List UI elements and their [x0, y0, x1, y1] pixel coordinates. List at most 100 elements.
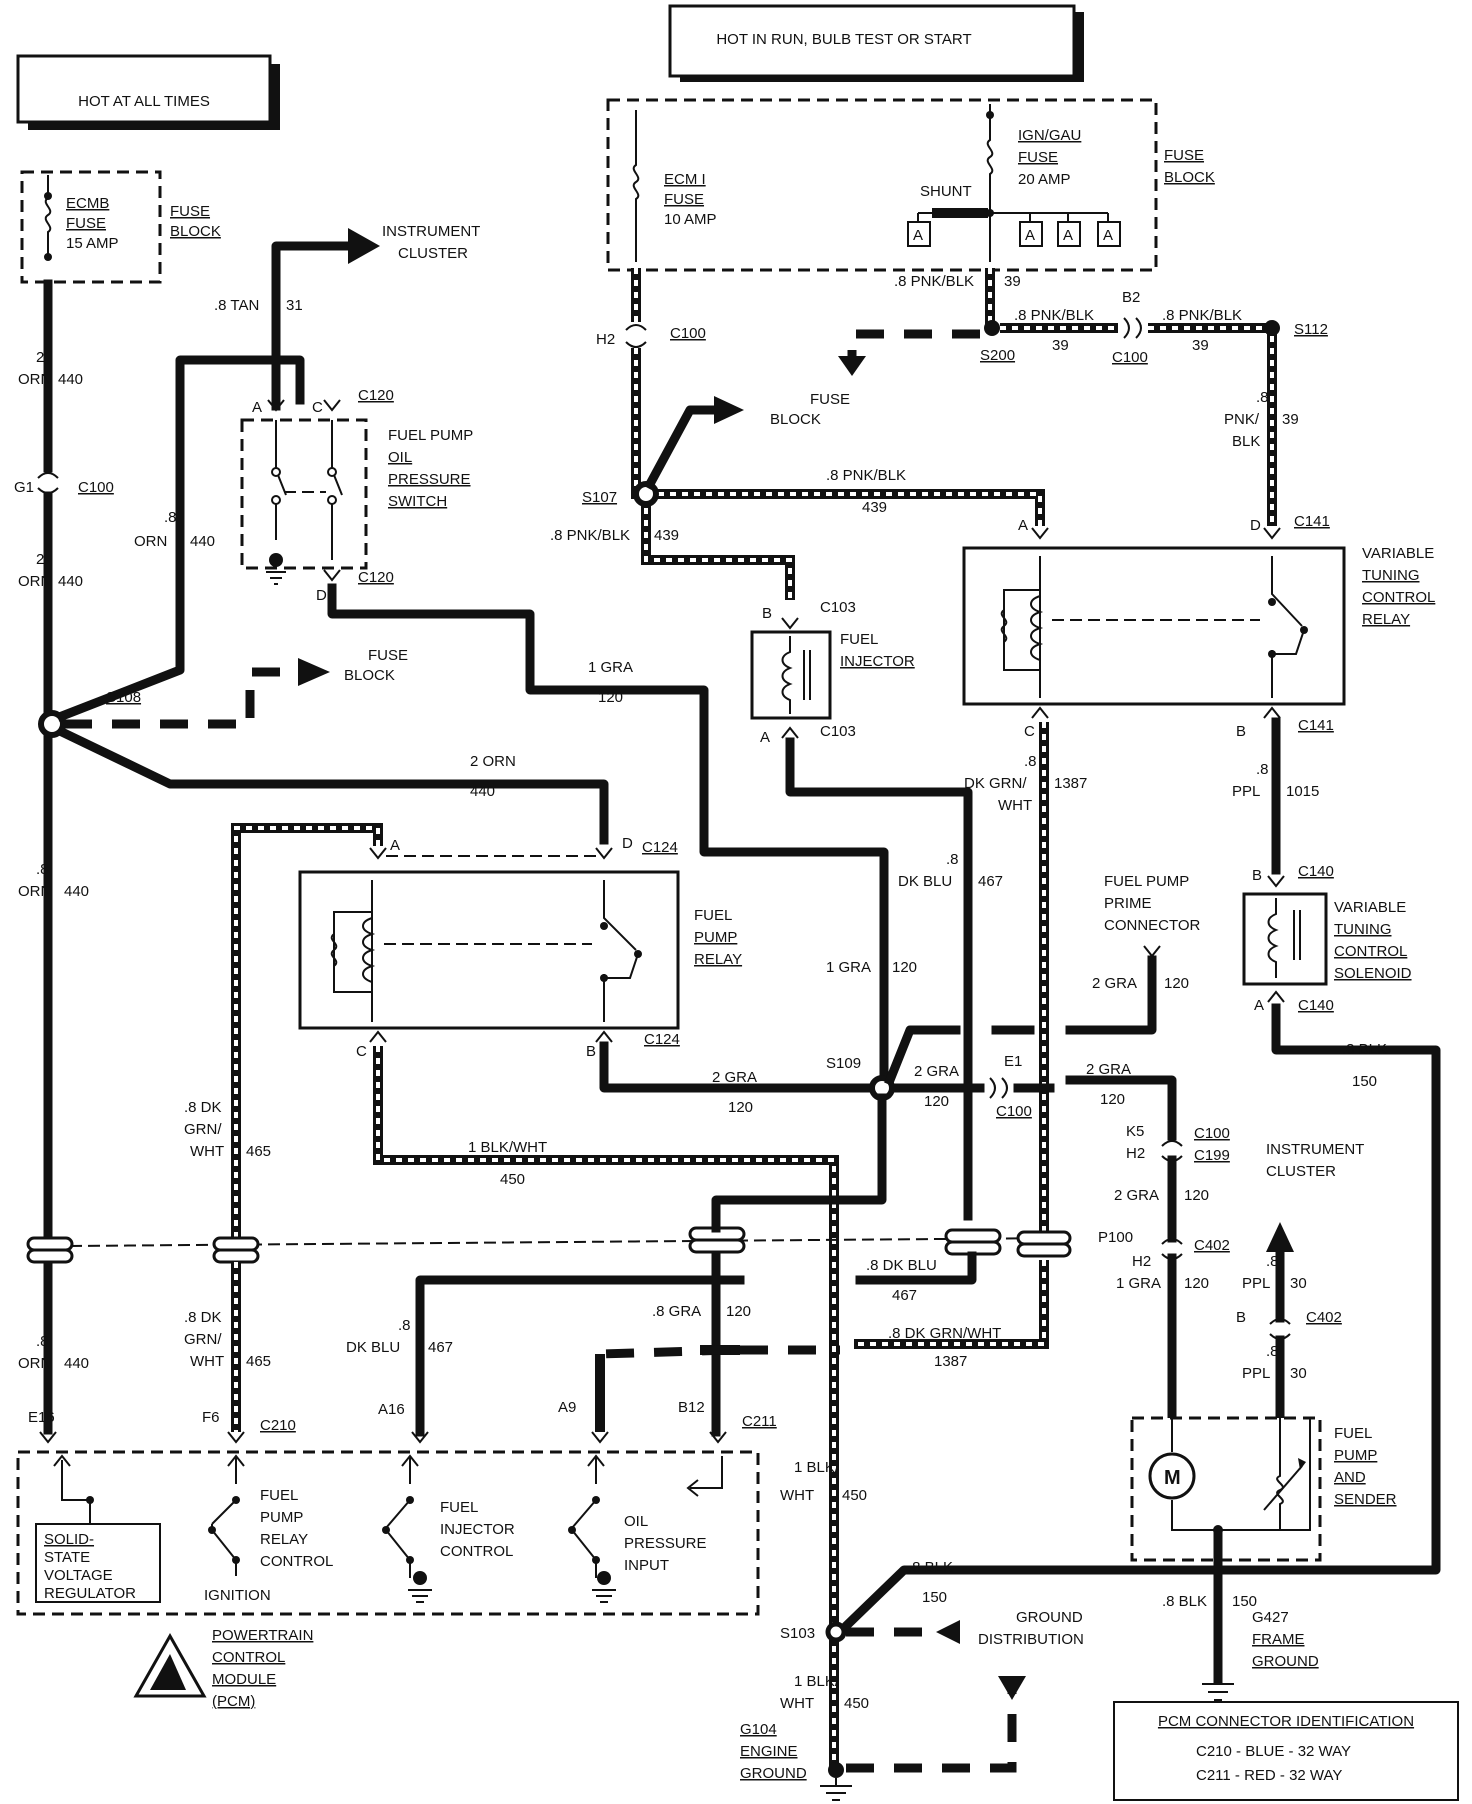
fp-relay-pin-d: D [622, 835, 633, 852]
pump-label-1: FUEL [1334, 1425, 1372, 1442]
fuse-block-top-label1: FUSE [1164, 147, 1204, 164]
vtc-relay-pin-d: D [1250, 517, 1261, 534]
wire-label-467-c: 467 [428, 1339, 453, 1356]
wire-label-orn-e: ORN [18, 883, 51, 900]
fp-relay-label-1: FUEL [694, 907, 732, 924]
relay-control-1: FUEL [260, 1487, 298, 1504]
wire-label-39-b: 39 [1052, 337, 1069, 354]
wire-label-120-h: 120 [1184, 1275, 1209, 1292]
pcm-label-1: POWERTRAIN [212, 1627, 313, 1644]
wire-label-orn-f: ORN [18, 1355, 51, 1372]
wire-label-8-dkblu-b: .8 [398, 1317, 411, 1334]
ecm-fuse-name: ECM I [664, 171, 706, 188]
vtc-relay-pin-c: C [1024, 723, 1035, 740]
fuse-cavity-a-2: A [1025, 227, 1035, 244]
ground-dist-2: DISTRIBUTION [978, 1631, 1084, 1648]
conn-c100-g1: C100 [78, 479, 114, 496]
conn-c140-top: C140 [1298, 863, 1334, 880]
wire-label-8dkblu: .8 DK BLU [866, 1257, 937, 1274]
wire-label-439-a: 439 [654, 527, 679, 544]
variable-tuning-control-relay [962, 527, 1346, 719]
wire-label-120-a: 120 [598, 689, 623, 706]
ecmb-fuse-name: ECMB [66, 195, 109, 212]
wire-label-8-ppl-b: .8 [1266, 1253, 1279, 1270]
injector-label-1: FUEL [840, 631, 878, 648]
wire-label-1387-b: 1387 [934, 1353, 967, 1370]
conn-c211: C211 [742, 1413, 777, 1430]
g427-label-3: GROUND [1252, 1653, 1319, 1670]
oil-switch-pin-d: D [316, 587, 327, 604]
wire-label-1015: 1015 [1286, 783, 1319, 800]
arrow-fuse-block-mid-1: FUSE [810, 391, 850, 408]
injector-label-2: INJECTOR [840, 653, 915, 670]
wire-label-39-a: 39 [1004, 273, 1021, 290]
wire-label-8-ppl-c: .8 [1266, 1343, 1279, 1360]
wire-label-8-orn: .8 [164, 509, 177, 526]
arrow-instrument-cluster-right-1: INSTRUMENT [1266, 1141, 1364, 1158]
arrow-fuse-block-left [298, 658, 330, 686]
fp-relay-label-2: PUMP [694, 929, 737, 946]
vtc-solenoid-label-1: VARIABLE [1334, 899, 1406, 916]
wire-label-8-pnk: .8 [1256, 389, 1269, 406]
conn-h2-c100: H2 [1126, 1145, 1145, 1162]
conn-c103-top: C103 [820, 599, 856, 616]
pcm-label-3: MODULE [212, 1671, 276, 1688]
wire-label-8dk-b: .8 DK [184, 1309, 222, 1326]
wire-label-2-a: 2 [36, 349, 44, 366]
wire-dk-blu-467 [415, 1251, 977, 1437]
wire-label-120-f: 120 [1164, 975, 1189, 992]
vtc-solenoid-pin-a: A [1254, 997, 1264, 1014]
wire-2-gra-120-relay [599, 1041, 875, 1093]
wire-label-467-b: 467 [892, 1287, 917, 1304]
vtc-solenoid-label-3: CONTROL [1334, 943, 1407, 960]
conn-e1: E1 [1004, 1053, 1022, 1070]
fuse-block-top-label2: BLOCK [1164, 169, 1215, 186]
wire-label-pnkblk-b: .8 PNK/BLK [826, 467, 906, 484]
conn-c100-e1: C100 [996, 1103, 1032, 1120]
g104-label-3: GROUND [740, 1765, 807, 1782]
wire-label-450-a: 450 [500, 1171, 525, 1188]
pcm-label-2: CONTROL [212, 1649, 285, 1666]
wire-label-120-b: 120 [728, 1099, 753, 1116]
wire-label-2gra-c: 2 GRA [1086, 1061, 1131, 1078]
vtc-relay-label-1: VARIABLE [1362, 545, 1434, 562]
wire-label-8blk-a: .8 BLK [1342, 1041, 1387, 1058]
arrow-instrument-cluster-top-2: CLUSTER [398, 245, 468, 262]
pump-label-2: PUMP [1334, 1447, 1377, 1464]
wire-label-150-c: 150 [922, 1589, 947, 1606]
vtc-relay-label-2: TUNING [1362, 567, 1420, 584]
wire-label-440-c: 440 [190, 533, 215, 550]
wire-label-440-d: 440 [470, 783, 495, 800]
wire-label-1blk-a: 1 BLK/ [794, 1459, 840, 1476]
vtc-relay-pin-b: B [1236, 723, 1246, 740]
ground-dist-1: GROUND [1016, 1609, 1083, 1626]
regulator-2: STATE [44, 1549, 90, 1566]
arrow-instrument-cluster-top-1: INSTRUMENT [382, 223, 480, 240]
wire-gra-from-s109-top [711, 1195, 855, 1233]
ecmb-fuse-rating: 15 AMP [66, 235, 119, 252]
g104-label-2: ENGINE [740, 1743, 798, 1760]
ign-fuse-rating: 20 AMP [1018, 171, 1071, 188]
wire-label-2gra-b: 2 GRA [914, 1063, 959, 1080]
wire-label-8-ppl: .8 [1256, 761, 1269, 778]
fp-relay-pin-a: A [390, 837, 400, 854]
conn-g1: G1 [14, 479, 34, 496]
wire-s109-down [845, 1093, 887, 1205]
ecmb-fuse-word: FUSE [66, 215, 106, 232]
wire-label-8-f: .8 [36, 1333, 49, 1350]
wire-label-1gra-b: 1 GRA [826, 959, 871, 976]
conn-f6: F6 [202, 1409, 220, 1426]
relay-control-4: CONTROL [260, 1553, 333, 1570]
wire-orn-440-main [37, 279, 59, 1435]
wire-label-wht-e: WHT [190, 1353, 224, 1370]
pump-label-3: AND [1334, 1469, 1366, 1486]
conn-s107: S107 [582, 489, 617, 506]
wire-label-8-dkgrn: .8 [1024, 753, 1037, 770]
injector-control-3: CONTROL [440, 1543, 513, 1560]
wire-dash-to-fuse-block-left [64, 667, 300, 729]
header-hot-at-all-times: HOT AT ALL TIMES [16, 54, 280, 130]
header-hot-in-run-text: HOT IN RUN, BULB TEST OR START [716, 31, 971, 48]
g104-label-1: G104 [740, 1721, 777, 1738]
pcm-id-line2: C211 - RED - 32 WAY [1196, 1767, 1342, 1784]
fp-relay-label-3: RELAY [694, 951, 742, 968]
